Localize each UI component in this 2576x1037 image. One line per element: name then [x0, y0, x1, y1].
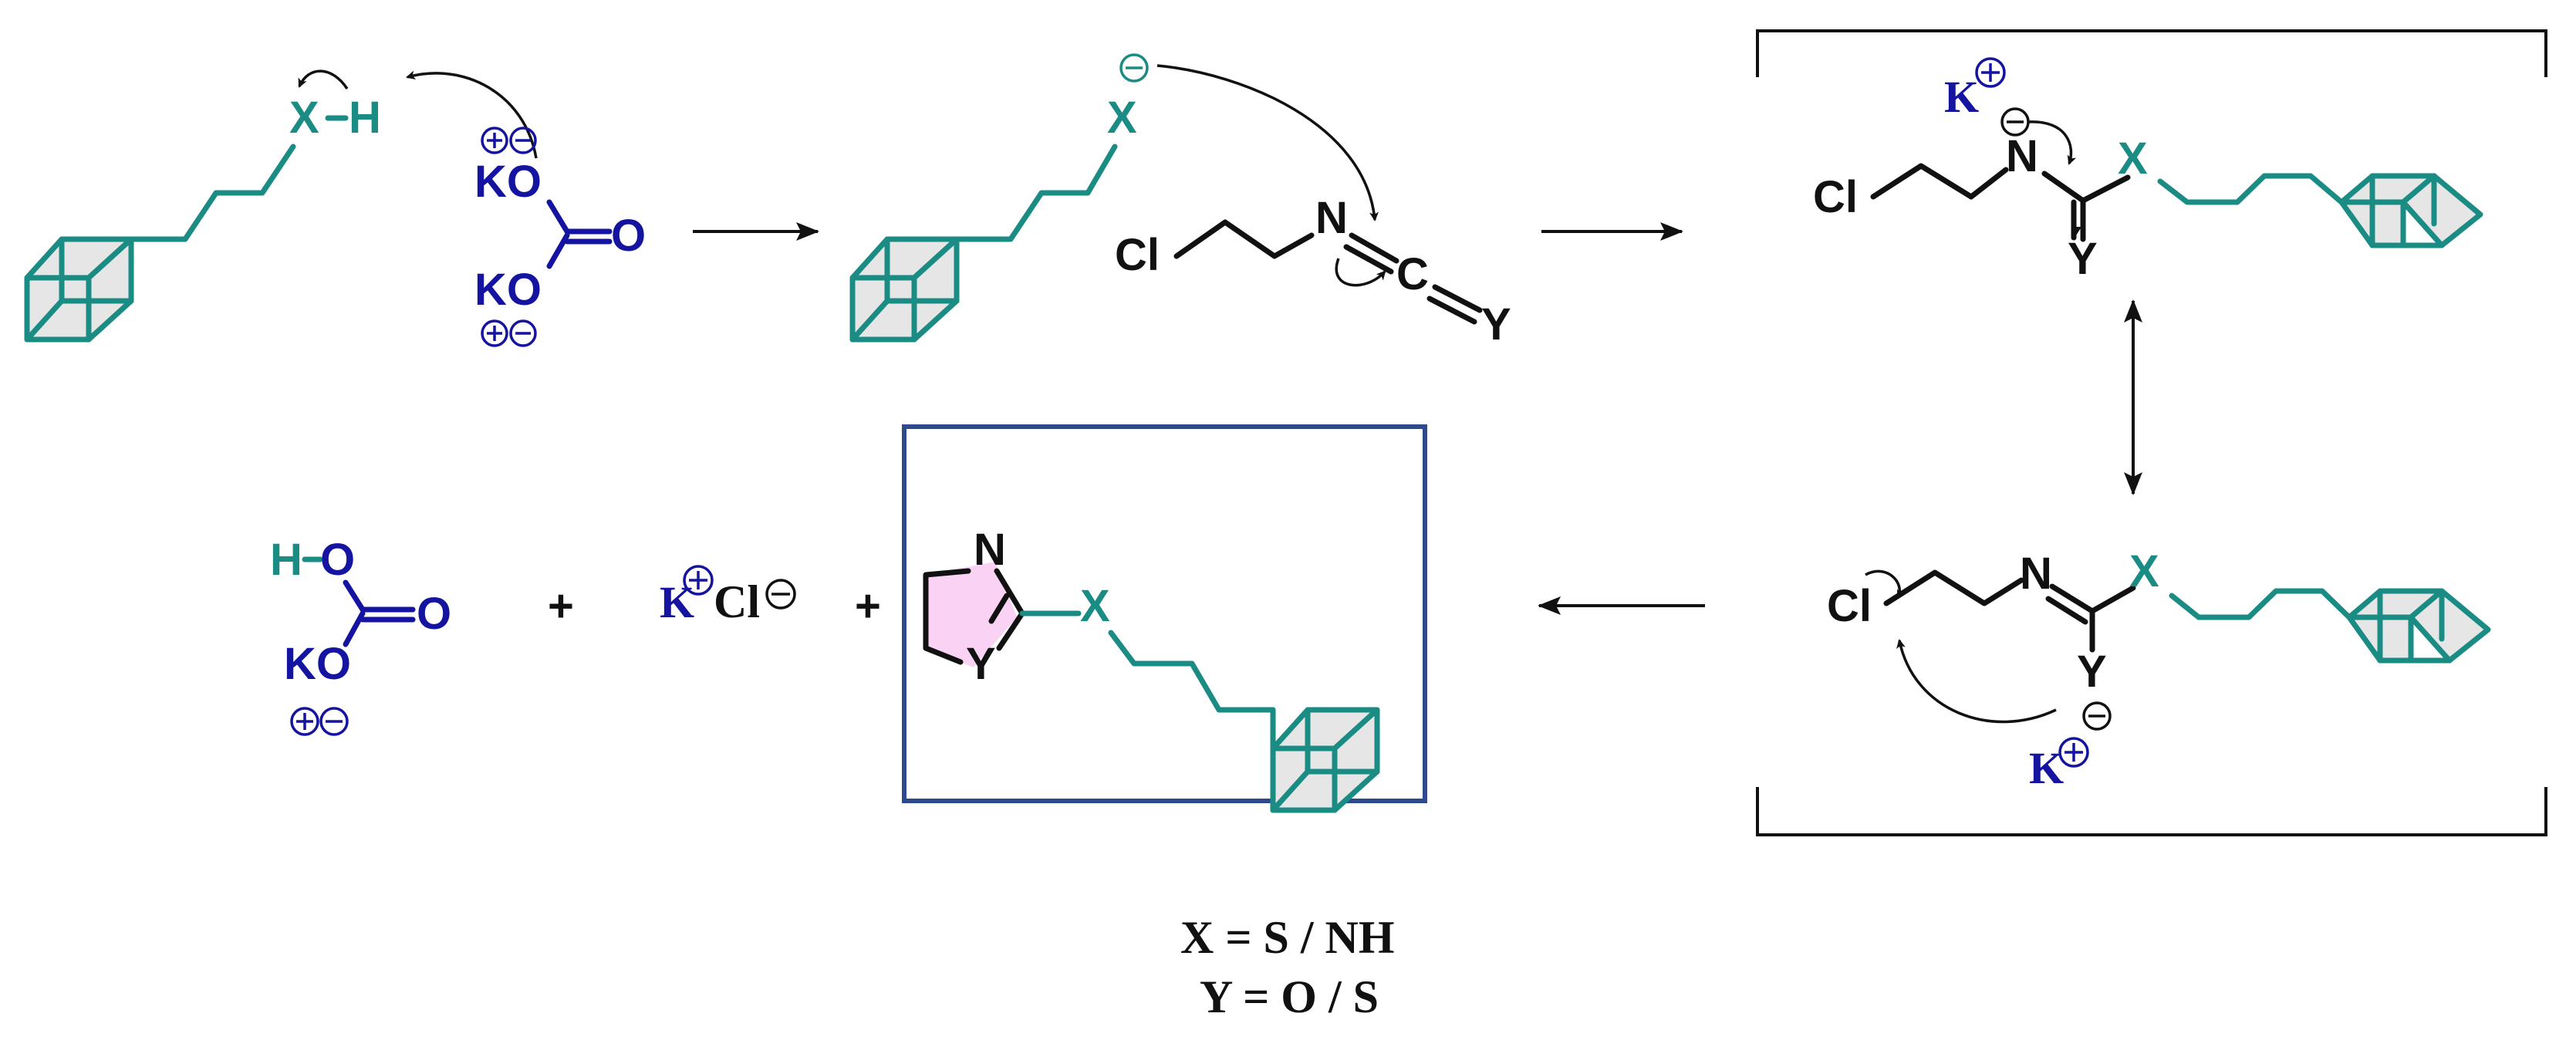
thiolate-anion: X — [849, 53, 1379, 343]
cubane-top — [2338, 173, 2483, 248]
oxazoline-ring: N Y — [923, 525, 1025, 689]
ring-n: N — [974, 525, 1006, 575]
k-cation-top: K — [1944, 72, 1979, 122]
n-atom-bottom: N — [2020, 549, 2052, 599]
cubane-2 — [849, 236, 960, 343]
o-bicarb-top: O — [320, 535, 355, 585]
potassium-bicarbonate: H O O KO — [270, 535, 451, 736]
o-bicarb-carbonyl: O — [417, 589, 451, 639]
n-atom-top: N — [2006, 131, 2038, 181]
carbonyl-o: O — [611, 211, 646, 261]
x-atom-bottom: X — [2129, 546, 2159, 596]
atom-x: X — [289, 93, 319, 143]
atom-x-anion: X — [1107, 93, 1137, 143]
product-box: N Y X — [902, 424, 1427, 813]
x-atom-top: X — [2118, 133, 2148, 184]
cubane-bottom — [2346, 588, 2491, 664]
intermediate-bottom: Cl N Y X K — [1827, 546, 2491, 793]
legend-x: X = S / NH — [1180, 912, 1395, 963]
y-atom: Y — [1481, 299, 1511, 350]
y-atom-bottom: Y — [2077, 647, 2107, 697]
legend: X = S / NH Y = O / S — [1180, 912, 1395, 1022]
k-cation-bottom: K — [2029, 743, 2064, 793]
cl-atom-bottom: Cl — [1827, 581, 1872, 631]
ko-bicarb: KO — [284, 639, 351, 689]
plus-2: + — [855, 581, 881, 631]
ko-top: KO — [474, 157, 542, 207]
c-atom: C — [1396, 249, 1429, 299]
legend-y: Y = O / S — [1200, 971, 1379, 1022]
cubane-1 — [24, 236, 134, 343]
cubane-product — [1270, 707, 1380, 813]
chloroethyl-isocyanate: Cl N C Y — [1115, 193, 1511, 350]
intermediate-top: K Cl N Y X — [1813, 57, 2483, 284]
kcl-cl: Cl — [714, 576, 760, 627]
n-atom: N — [1315, 193, 1348, 243]
ring-y: Y — [966, 639, 996, 689]
substrate-thiol: X H — [24, 69, 381, 343]
cl-atom: Cl — [1115, 230, 1160, 280]
potassium-chloride: K Cl — [660, 565, 796, 627]
potassium-carbonate: KO O KO — [406, 70, 646, 347]
plus-1: + — [548, 581, 574, 631]
h-bicarb: H — [270, 535, 302, 585]
ko-bottom: KO — [474, 265, 542, 315]
intermediate-bracket — [1756, 29, 2547, 836]
product-x: X — [1080, 581, 1110, 631]
kcl-k: K — [660, 577, 694, 627]
atom-h: H — [349, 93, 381, 143]
y-atom-top: Y — [2068, 234, 2098, 284]
cl-atom-top: Cl — [1813, 172, 1858, 222]
